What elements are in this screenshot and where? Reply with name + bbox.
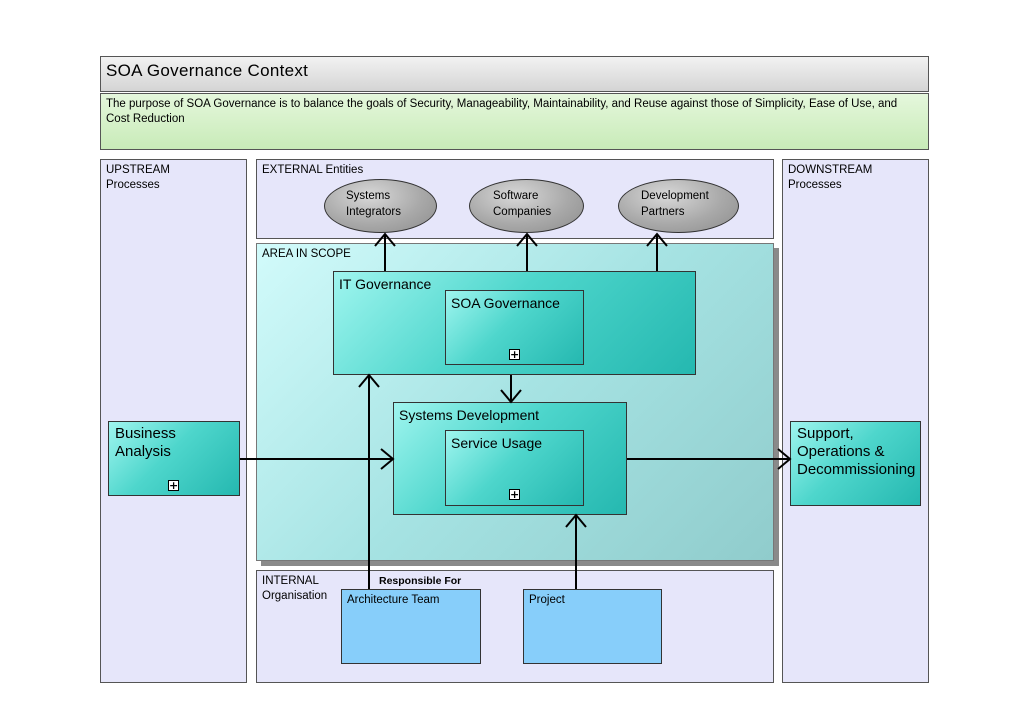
systems-integrators-entity[interactable]: Systems Integrators: [324, 179, 437, 233]
entity-label-line1: Software: [493, 190, 539, 202]
expand-icon[interactable]: +: [168, 479, 179, 492]
area-in-scope-label: AREA IN SCOPE: [262, 248, 351, 260]
architecture-team-label: Architecture Team: [347, 594, 440, 606]
entity-label-line1: Development: [641, 190, 709, 202]
support-label-line3: Decommissioning: [797, 461, 916, 478]
entity-label-line2: Companies: [493, 206, 552, 218]
purpose-statement: The purpose of SOA Governance is to bala…: [100, 93, 929, 150]
support-operations-box[interactable]: Support, Operations & Decommissioning: [790, 421, 921, 506]
arrowhead: [374, 232, 396, 247]
internal-sublabel: Organisation: [262, 590, 328, 602]
it-governance-label: IT Governance: [339, 276, 432, 292]
entity-label-line1: Systems: [346, 190, 391, 202]
upstream-label: UPSTREAM: [106, 164, 170, 176]
project-label: Project: [529, 594, 565, 606]
project-box[interactable]: Project: [523, 589, 662, 664]
arrowhead: [358, 373, 380, 388]
purpose-text: The purpose of SOA Governance is to bala…: [106, 98, 898, 125]
entity-label-line2: Partners: [641, 206, 685, 218]
entity-label-line2: Integrators: [346, 206, 401, 218]
support-label-line1: Support,: [797, 425, 854, 442]
arrowhead: [777, 448, 792, 470]
title-text: SOA Governance Context: [106, 61, 309, 80]
downstream-label: DOWNSTREAM: [788, 164, 873, 176]
arrowhead: [380, 448, 395, 470]
diagram-title: SOA Governance Context: [100, 56, 929, 92]
systems-development-label: Systems Development: [399, 407, 540, 423]
expand-icon[interactable]: +: [509, 488, 520, 501]
software-companies-entity[interactable]: Software Companies: [469, 179, 584, 233]
business-analysis-label-line1: Business: [115, 425, 176, 442]
support-label-line2: Operations &: [797, 443, 885, 460]
expand-icon[interactable]: +: [509, 348, 520, 361]
arrowhead: [516, 232, 538, 247]
internal-label: INTERNAL: [262, 575, 319, 587]
development-partners-entity[interactable]: Development Partners: [618, 179, 739, 233]
arrowhead: [565, 513, 587, 528]
soa-governance-label: SOA Governance: [451, 295, 560, 311]
arrowhead: [646, 232, 668, 247]
upstream-sublabel: Processes: [106, 179, 160, 191]
arrowhead: [500, 389, 522, 404]
responsible-for-label: Responsible For: [379, 575, 462, 587]
service-usage-label: Service Usage: [451, 435, 543, 451]
business-analysis-label-line2: Analysis: [115, 443, 171, 460]
architecture-team-box[interactable]: Architecture Team: [341, 589, 481, 664]
external-entities-label: EXTERNAL Entities: [262, 164, 364, 176]
downstream-sublabel: Processes: [788, 179, 842, 191]
